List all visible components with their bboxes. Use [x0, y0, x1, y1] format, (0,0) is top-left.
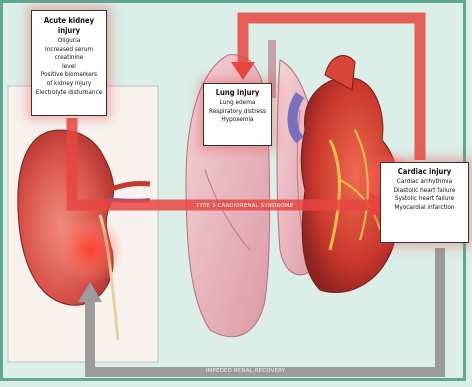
- kidney-box-line: of kidney injury: [32, 79, 106, 88]
- heart-box-title: Cardiac injury: [381, 167, 468, 177]
- kidney-box-line: level: [32, 62, 106, 71]
- kidney-box-line: Electrolyte disturbance: [32, 88, 106, 97]
- lung-box-title: Lung injury: [204, 88, 271, 98]
- cardiac-injury-box: Cardiac injury Cardiac arrhythmia Diasto…: [380, 162, 469, 243]
- heart-box-line: Cardiac arrhythmia: [381, 177, 468, 186]
- type3-crs-label: TYPE 3 CARDIORENAL SYNDROME: [196, 203, 293, 209]
- kidney-box-title: Acute kidney injury: [32, 16, 106, 36]
- impeded-recovery-label: IMPEDED RENAL RECOVERY: [206, 368, 285, 374]
- lung-box-line: Hypoxemia: [204, 115, 271, 124]
- heart-box-line: Systolic heart failure: [381, 194, 468, 203]
- heart-box-line: Diastolic heart failure: [381, 186, 468, 195]
- lung-box-line: Lung edema: [204, 98, 271, 107]
- kidney-glow: [56, 216, 124, 284]
- lung-box-line: Respiratory distress: [204, 107, 271, 116]
- lung-injury-box: Lung injury Lung edema Respiratory distr…: [203, 83, 272, 146]
- acute-kidney-injury-box: Acute kidney injury Oliguria Increased s…: [31, 10, 107, 116]
- kidney-box-line: Increased serum creatinine: [32, 45, 106, 62]
- kidney-box-line: Oliguria: [32, 36, 106, 45]
- heart-box-line: Myocardial infarction: [381, 203, 468, 212]
- kidney-box-line: Positive biomarkers: [32, 70, 106, 79]
